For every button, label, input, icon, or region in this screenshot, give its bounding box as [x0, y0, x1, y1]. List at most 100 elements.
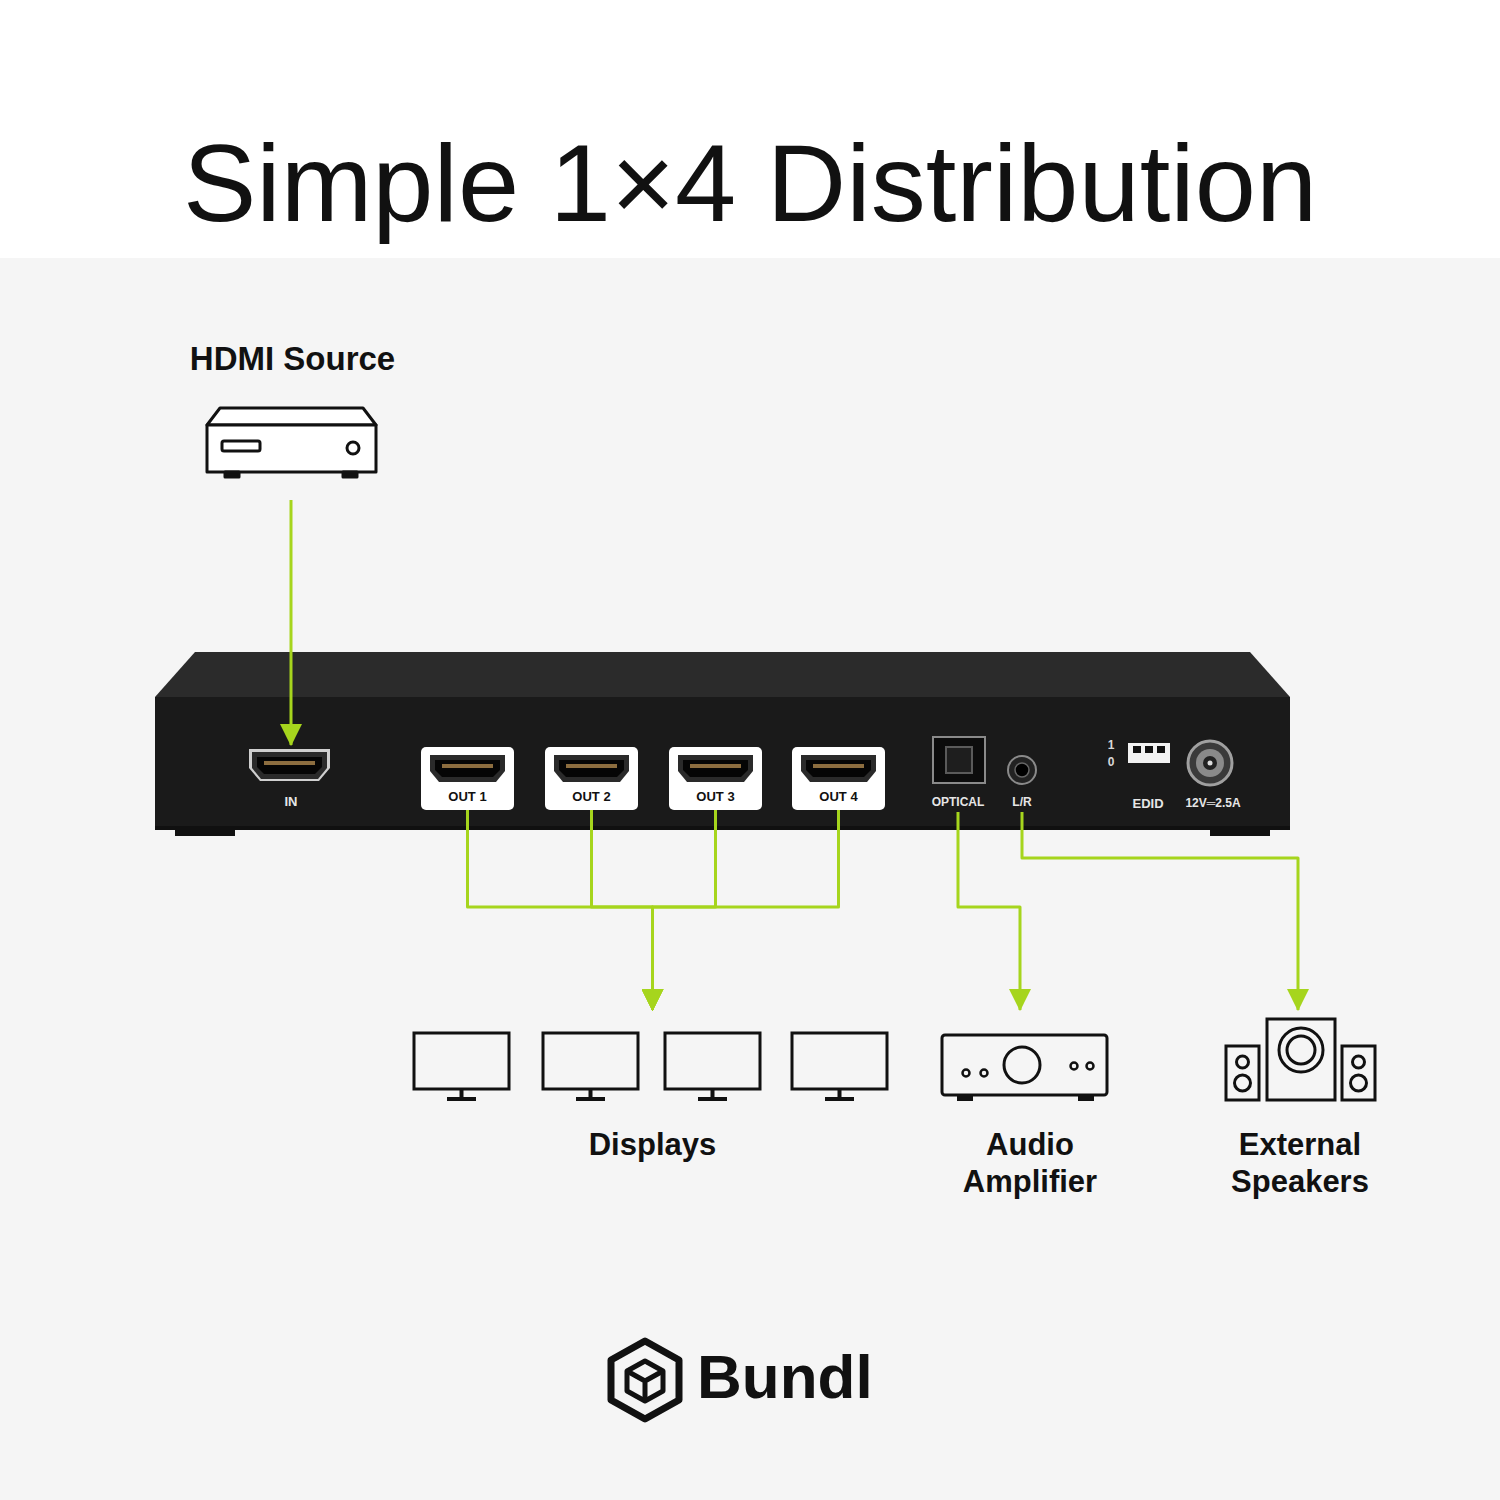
- signal-arrow: [653, 810, 839, 1010]
- diagram-title: Simple 1×4 Distribution: [0, 117, 1500, 249]
- input-port-rim: [249, 749, 330, 781]
- analog-audio-jack: L/R: [1002, 752, 1042, 812]
- node-label: HDMI Source: [185, 339, 400, 379]
- output-port-plate: [421, 747, 514, 810]
- power-rating: 12V═2.5A: [1163, 796, 1263, 810]
- background-panel: [0, 258, 1500, 1500]
- device-foot: [175, 830, 235, 836]
- port-label: OUT 3: [669, 789, 762, 805]
- source-foot: [225, 472, 239, 477]
- node-label: Displays: [405, 1126, 900, 1163]
- hdmi-input-port: IN: [248, 745, 334, 813]
- switch-label: EDID: [1118, 796, 1178, 812]
- subwoofer-dome: [1287, 1036, 1315, 1064]
- woofer: [1351, 1075, 1367, 1091]
- splitter-device: [155, 652, 1290, 836]
- connector-group: [291, 500, 1298, 1010]
- device-foot: [1210, 830, 1270, 836]
- satellite-box: [1342, 1046, 1375, 1100]
- display-group: Displays: [405, 1010, 900, 1170]
- monitor-stand: [447, 1089, 476, 1099]
- logo-hexagon: [611, 1341, 679, 1419]
- port-label: L/R: [1002, 795, 1042, 809]
- hdmi-output-port: OUT 4: [792, 747, 885, 810]
- switch-position: 0: [1104, 755, 1118, 769]
- power-jack: [1188, 741, 1232, 785]
- output-connector: [801, 755, 876, 782]
- subwoofer-box: [1267, 1019, 1335, 1100]
- monitor-screen: [543, 1033, 638, 1089]
- signal-arrow: [1022, 812, 1298, 1010]
- audio-jack-hole: [1015, 763, 1029, 777]
- source-slot: [222, 441, 260, 451]
- amplifier-knob: [1004, 1047, 1040, 1083]
- source-lid: [207, 408, 376, 425]
- node-label: Audio Amplifier: [940, 1126, 1120, 1200]
- subwoofer-cone: [1279, 1028, 1323, 1072]
- source-body: [207, 425, 376, 472]
- tweeter: [1353, 1056, 1365, 1068]
- brand-name: Bundl: [697, 1340, 937, 1414]
- power-jack-pin: [1208, 761, 1213, 766]
- device-top: [155, 652, 1290, 697]
- port-label: IN: [248, 794, 334, 810]
- amplifier-led: [1087, 1063, 1094, 1070]
- amplifier-body: [942, 1035, 1107, 1095]
- hdmi-output-port: OUT 2: [545, 747, 638, 810]
- source-icon: [207, 408, 376, 477]
- output-port-plate: [669, 747, 762, 810]
- output-port-plate: [792, 747, 885, 810]
- port-label: OUT 2: [545, 789, 638, 805]
- amplifier-icon: [942, 1035, 1107, 1101]
- tweeter: [1237, 1056, 1249, 1068]
- dip-lever: [1133, 746, 1141, 753]
- amplifier-foot: [957, 1095, 973, 1101]
- optical-socket: [946, 747, 972, 773]
- monitor-screen: [414, 1033, 509, 1089]
- output-connector: [430, 755, 505, 782]
- source-foot: [343, 472, 357, 477]
- signal-arrow: [958, 812, 1020, 1010]
- port-label: OPTICAL: [922, 795, 994, 809]
- display-icons: [414, 1033, 887, 1099]
- header-band: [0, 0, 1500, 258]
- amplifier-foot: [1078, 1095, 1094, 1101]
- node-label: External Speakers: [1210, 1126, 1390, 1200]
- logo-cube: [627, 1361, 663, 1401]
- hdmi-output-port: OUT 3: [669, 747, 762, 810]
- source-device: HDMI Source: [185, 338, 400, 480]
- output-connector: [554, 755, 629, 782]
- hdmi-output-port: OUT 1: [421, 747, 514, 810]
- input-connector: [252, 752, 327, 779]
- amplifier-led: [1071, 1063, 1078, 1070]
- satellite-box: [1226, 1046, 1259, 1100]
- monitor-stand: [576, 1089, 605, 1099]
- speaker-system: External Speakers: [1195, 1010, 1405, 1200]
- signal-arrow: [653, 810, 716, 1010]
- output-connector: [678, 755, 753, 782]
- source-button: [347, 442, 359, 454]
- power-jack-hole: [1203, 756, 1217, 770]
- signal-arrow: [468, 810, 653, 1010]
- dip-lever: [1157, 746, 1165, 753]
- port-label: OUT 1: [421, 789, 514, 805]
- signal-arrow: [290, 500, 293, 745]
- power-jack-ring: [1196, 749, 1224, 777]
- speakers-icon: [1226, 1019, 1375, 1100]
- monitor-screen: [665, 1033, 760, 1089]
- optical-port: [933, 737, 985, 783]
- monitor-screen: [792, 1033, 887, 1089]
- device-edge: [155, 826, 1290, 830]
- monitor-stand: [698, 1089, 727, 1099]
- audio-amplifier: Audio Amplifier: [925, 1010, 1135, 1200]
- output-port-plate: [545, 747, 638, 810]
- amplifier-led: [963, 1070, 970, 1077]
- switch-position: 1: [1104, 738, 1118, 752]
- logo-cube-edges: [627, 1371, 663, 1401]
- dip-switch: [1128, 743, 1170, 763]
- audio-jack: [1008, 756, 1036, 784]
- woofer: [1235, 1075, 1251, 1091]
- device-front: [155, 697, 1290, 830]
- port-label: OUT 4: [792, 789, 885, 805]
- dip-lever: [1145, 746, 1153, 753]
